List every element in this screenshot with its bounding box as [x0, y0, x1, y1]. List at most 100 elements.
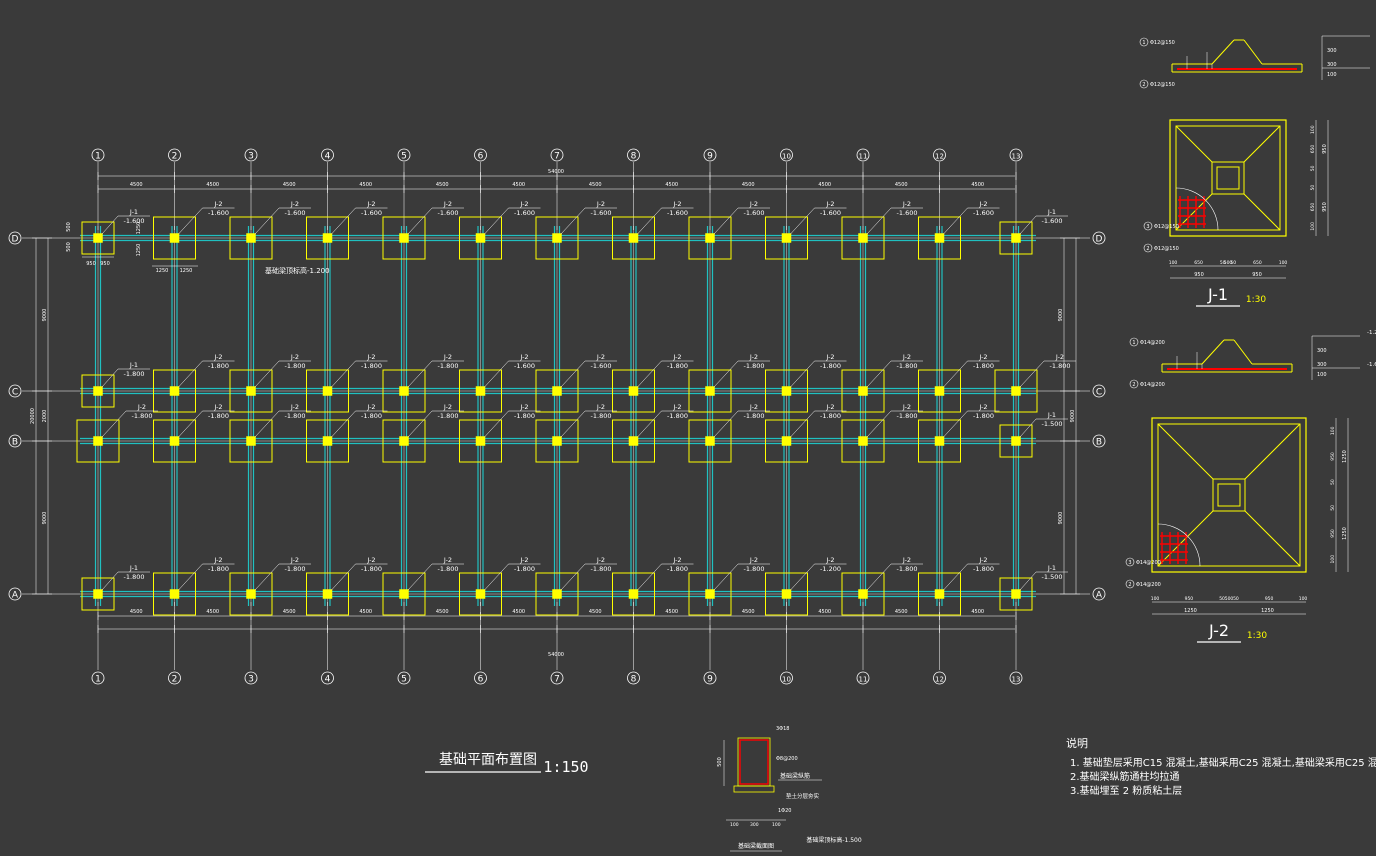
dim-bottom-bay-text: 4500 [359, 609, 372, 615]
column-C2 [169, 386, 180, 396]
axis-bubble-top-8-label: 8 [631, 152, 637, 162]
footing-leader [866, 207, 892, 235]
footing-type-label: J-2 [978, 353, 987, 361]
axis-bubble-right-C-label: C [1096, 388, 1102, 398]
footing-leader [560, 410, 586, 438]
footing-leader [560, 360, 586, 388]
footing-leader [560, 207, 586, 235]
column-A5 [399, 589, 409, 599]
footing-type-label: J-2 [672, 200, 681, 208]
detail-j1-plan-diag [1175, 125, 1213, 163]
dim-bottom-bay-text: 4500 [589, 609, 602, 615]
beam-label-1: 基础梁纵筋 [780, 772, 810, 780]
column-A7 [552, 589, 562, 599]
axis-bubble-bottom-13-circle [1009, 671, 1023, 685]
footing-elevation-label: -1.800 [438, 362, 459, 370]
axis-bubble-bottom-12-circle [933, 671, 946, 685]
footing-elevation-label: -1.800 [208, 565, 229, 573]
footing-j-2-B4 [306, 419, 349, 463]
footing-leader [101, 571, 119, 591]
column-C7 [552, 386, 562, 396]
footing-type-label: J-2 [749, 556, 758, 564]
footing-elevation-label: -1.800 [285, 412, 306, 420]
detail-j1-plan-bubble-num: 3 [1146, 224, 1149, 230]
footing-leader [331, 563, 356, 591]
dim-top-bay-text: 4500 [206, 182, 219, 188]
detail-j2-elev-top: -1.200 [1367, 330, 1376, 336]
footing-j-2-A12 [918, 572, 961, 616]
footing-elevation-label: -1.800 [667, 565, 688, 573]
detail-j2-plan-dim-text: 950 [1265, 596, 1274, 602]
axis-bubble-left-B-label: B [12, 438, 18, 448]
footing-elevation-label: -1.800 [667, 412, 688, 420]
footing-elevation-label: -1.800 [132, 412, 153, 420]
footing-type-label: J-2 [213, 353, 222, 361]
beam-section-concrete [737, 737, 771, 787]
column-B6 [475, 436, 486, 446]
detail-j2-plan-total-r: 1250 [1342, 450, 1348, 463]
axis-bubble-top-3-circle [244, 148, 258, 162]
footing-leader [101, 215, 119, 235]
axis-bubble-right-B-circle [1092, 434, 1106, 448]
footing-leader [943, 207, 968, 235]
footing-j-2-D3 [229, 216, 273, 260]
detail-j1-plan-diag [1243, 125, 1281, 163]
beam-dim-b: 100 [730, 822, 739, 828]
footing-j-1-A1 [81, 577, 115, 611]
axis-bubble-bottom-5-label: 5 [401, 675, 407, 685]
footing-leader [1019, 215, 1037, 235]
footing-type-label: J-2 [672, 403, 681, 411]
column-C11 [858, 386, 868, 396]
footing-type-label: J-2 [290, 200, 299, 208]
axis-bubble-left-D-circle [8, 231, 22, 245]
axis-bubble-top-11-circle [856, 148, 870, 162]
footing-elevation-label: -1.800 [744, 362, 765, 370]
footing-elevation-label: -1.800 [124, 370, 145, 378]
detail-j2-plan-dim-text: 100 [1299, 596, 1308, 602]
column-D1 [93, 233, 103, 243]
column-D13 [1011, 233, 1021, 243]
column-D12 [934, 233, 945, 243]
footing-leader [407, 207, 433, 235]
column-D2 [169, 233, 180, 243]
dim-bottom-bay-text: 4500 [818, 609, 831, 615]
axis-bubble-bottom-10-label: 10 [782, 676, 791, 684]
footing-j-2-D6 [459, 216, 502, 260]
detail-j2-plan-total: 1250 [1261, 608, 1274, 614]
footing-elevation-label: -1.800 [514, 565, 535, 573]
dim-bottom-bay-text: 4500 [512, 609, 525, 615]
dim-top-total-text: 54000 [548, 169, 564, 175]
column-D9 [705, 233, 715, 243]
axis-bubble-left-C-circle [8, 384, 22, 398]
beam-side-note: 1Φ20 [778, 808, 791, 814]
axis-bubble-bottom-1-label: 1 [95, 675, 101, 685]
footing-j-2-B3 [229, 419, 273, 463]
footing-type-label: J-2 [596, 353, 605, 361]
detail-j1-plan-total: 950 [1252, 272, 1262, 278]
footing-leader [101, 368, 119, 388]
footing-type-label: J-2 [902, 403, 911, 411]
axis-bubble-bottom-11-label: 11 [859, 676, 868, 684]
column-B1 [93, 436, 103, 446]
column-A1 [93, 589, 103, 599]
footing-leader [713, 207, 739, 235]
footing-type-label: J-2 [825, 403, 834, 411]
footing-j-2-A7 [535, 572, 579, 616]
dim-left-part-1: 9000 [42, 309, 48, 322]
axis-bubble-right-A-label: A [1096, 591, 1103, 601]
axis-bubble-bottom-12-label: 12 [935, 676, 944, 684]
footing-elevation-label: -1.600 [514, 209, 535, 217]
beam-caption-2: 基础梁顶标高-1.500 [806, 836, 862, 844]
footing-leader [254, 410, 280, 438]
detail-j1-plan-bar: Φ12@150 [1154, 224, 1179, 230]
axis-bubble-bottom-2-label: 2 [172, 675, 178, 685]
detail-j2-rebar-arc [1157, 523, 1201, 567]
notes-line-3: 3.基础埋至 2 粉质粘土层 [1070, 784, 1182, 797]
footing-elevation-label: -1.600 [897, 209, 918, 217]
column-D4 [322, 233, 333, 243]
dim-d2-vert: 1250 [136, 222, 142, 235]
column-B10 [781, 436, 792, 446]
